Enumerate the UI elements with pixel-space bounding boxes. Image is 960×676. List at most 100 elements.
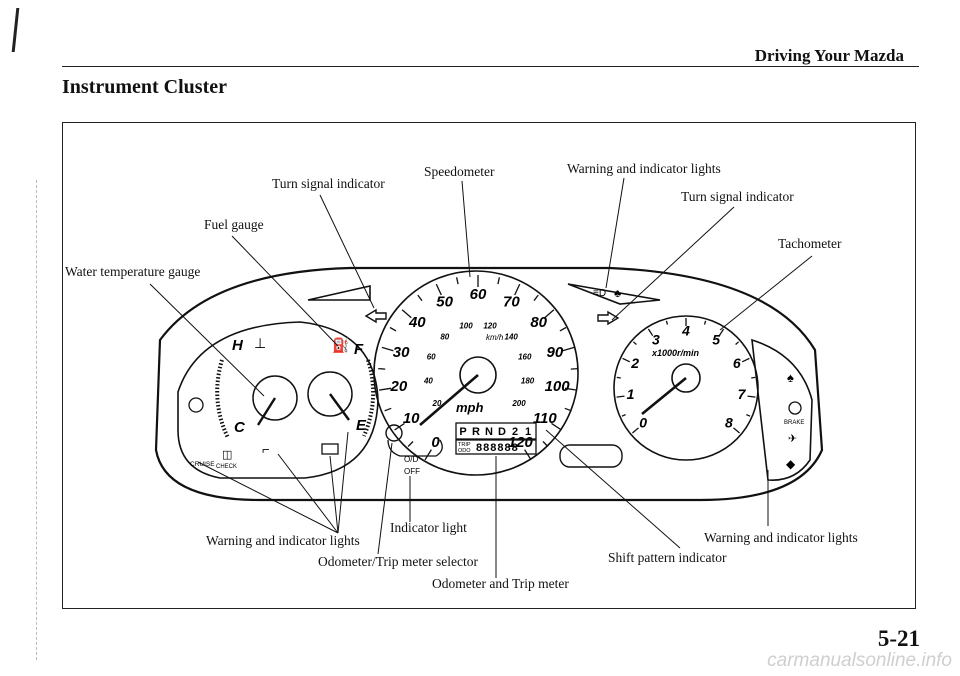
watermark: carmanualsonline.info	[767, 650, 952, 671]
speedometer-hub	[459, 356, 497, 394]
turn-signal-right-icon	[597, 310, 620, 326]
speedo-mph-label-tick-16	[544, 309, 555, 319]
abs-icon	[188, 397, 204, 413]
left-visor	[307, 284, 371, 301]
od-off-line1: O/D	[404, 455, 418, 464]
callout-fuel-gauge: Fuel gauge	[204, 217, 264, 232]
brake-label: BRAKE	[784, 420, 804, 426]
speedometer-needle	[419, 374, 479, 426]
oil-pressure-icon: ⌐	[262, 442, 270, 457]
low-washer-icon: ◆	[786, 457, 796, 471]
tacho-label-tick-12	[741, 357, 750, 363]
shift-letter-R: R	[472, 426, 480, 438]
fuel-empty-label: E	[356, 417, 367, 434]
check-label: CHECK	[216, 464, 237, 470]
shift-letter-N: N	[485, 426, 493, 438]
speedo-mph-label-7: 70	[503, 293, 520, 310]
tacho-label-1: 1	[627, 386, 635, 402]
running-header: Driving Your Mazda	[754, 46, 904, 65]
speedo-mph-label-tick-11	[455, 277, 459, 285]
tacho-label-tick-14	[747, 395, 756, 398]
od-off-indicator-frame	[387, 439, 443, 457]
speedo-kmh-label-8: 180	[521, 376, 535, 385]
high-beam-icon: ≡D	[593, 288, 606, 299]
speedometer-ticks	[378, 275, 578, 461]
speedo-mph-label-tick-14	[514, 283, 521, 296]
fuel-full-label: F	[354, 341, 364, 358]
leader-shift-pattern	[545, 429, 681, 549]
margin-guide-line	[36, 180, 38, 660]
shift-letter-1: 1	[525, 426, 531, 438]
tacho-label-6: 6	[733, 355, 741, 371]
tacho-label-tick-3	[616, 376, 621, 379]
tacho-label-5: 5	[712, 332, 720, 348]
tacho-label-0: 0	[639, 415, 647, 431]
leader-turn-left	[319, 194, 375, 309]
right-visor	[567, 283, 661, 305]
tachometer-ticks	[616, 318, 756, 434]
speedo-mph-label-tick-15	[533, 294, 539, 302]
leader-turn-right	[611, 206, 735, 321]
tacho-label-tick-6	[647, 328, 654, 337]
temp-hot-label: H	[232, 337, 244, 354]
speedo-mph-label-8: 80	[530, 314, 547, 331]
speedo-kmh-label-4: 100	[459, 322, 473, 331]
speedo-mph-label-4: 40	[408, 314, 426, 331]
speedometer-dial	[373, 270, 579, 476]
speedo-kmh-label-7: 160	[518, 353, 532, 362]
speedo-mph-label-9: 90	[547, 344, 564, 361]
brake-icon	[788, 401, 802, 415]
water-temp-scale	[215, 359, 230, 439]
tacho-label-tick-13	[751, 376, 756, 379]
speedo-mph-label-tick-10	[435, 283, 442, 296]
speedo-mph-label-1: 10	[403, 410, 420, 427]
speedo-mph-label-tick-17	[559, 326, 567, 332]
shift-letter-P: P	[459, 426, 466, 438]
cluster-housing	[154, 266, 824, 502]
battery-icon	[321, 443, 339, 455]
water-temp-dial	[252, 375, 298, 421]
leader-warning-left-3	[329, 455, 339, 534]
seatbelt-icon: ♣	[614, 288, 621, 300]
water-temp-needle	[256, 397, 277, 426]
leader-odometer-selector	[377, 442, 393, 555]
shift-pattern-box	[455, 422, 537, 440]
right-warning-panel	[751, 338, 813, 481]
tacho-label-tick-10	[718, 328, 725, 337]
speedo-mph-label-tick-13	[497, 277, 501, 285]
callout-indicator-light: Indicator light	[390, 520, 467, 535]
leader-warning-top	[605, 177, 625, 289]
speedo-mph-label-5: 50	[436, 293, 453, 310]
tacho-label-tick-11	[735, 341, 740, 345]
speedo-mph-label-tick-0	[424, 449, 432, 461]
tacho-label-tick-7	[665, 320, 669, 325]
speedo-mph-label-tick-5	[378, 367, 386, 370]
callout-odometer-trip: Odometer and Trip meter	[432, 576, 569, 591]
callout-warning-lights-right: Warning and indicator lights	[704, 530, 858, 545]
speedo-kmh-label-2: 60	[427, 353, 436, 362]
figure-frame	[62, 122, 916, 609]
speedo-mph-label-tick-20	[564, 387, 577, 391]
tacho-label-tick-5	[632, 341, 637, 345]
tacho-label-3: 3	[652, 332, 660, 348]
fuel-dial	[307, 371, 353, 417]
speedo-kmh-label-1: 40	[423, 376, 433, 385]
tachometer-dial	[613, 315, 759, 461]
page-number: 5-21	[877, 626, 920, 651]
speedo-mph-label-tick-3	[384, 407, 392, 412]
speedo-mph-label-tick-21	[564, 407, 572, 412]
tacho-label-tick-2	[616, 395, 625, 398]
speedo-mph-label-tick-9	[417, 294, 423, 302]
speedo-mph-label-tick-8	[401, 309, 412, 319]
tacho-label-tick-1	[621, 414, 626, 417]
shift-letter-D: D	[498, 426, 506, 438]
speedo-mph-label-tick-23	[542, 441, 549, 447]
fuel-scale	[362, 359, 376, 437]
tacho-label-tick-0	[631, 427, 639, 434]
speedo-mph-label-6: 60	[470, 286, 487, 303]
speedo-mph-label-10: 100	[545, 378, 571, 395]
tacho-label-tick-16	[733, 427, 741, 434]
